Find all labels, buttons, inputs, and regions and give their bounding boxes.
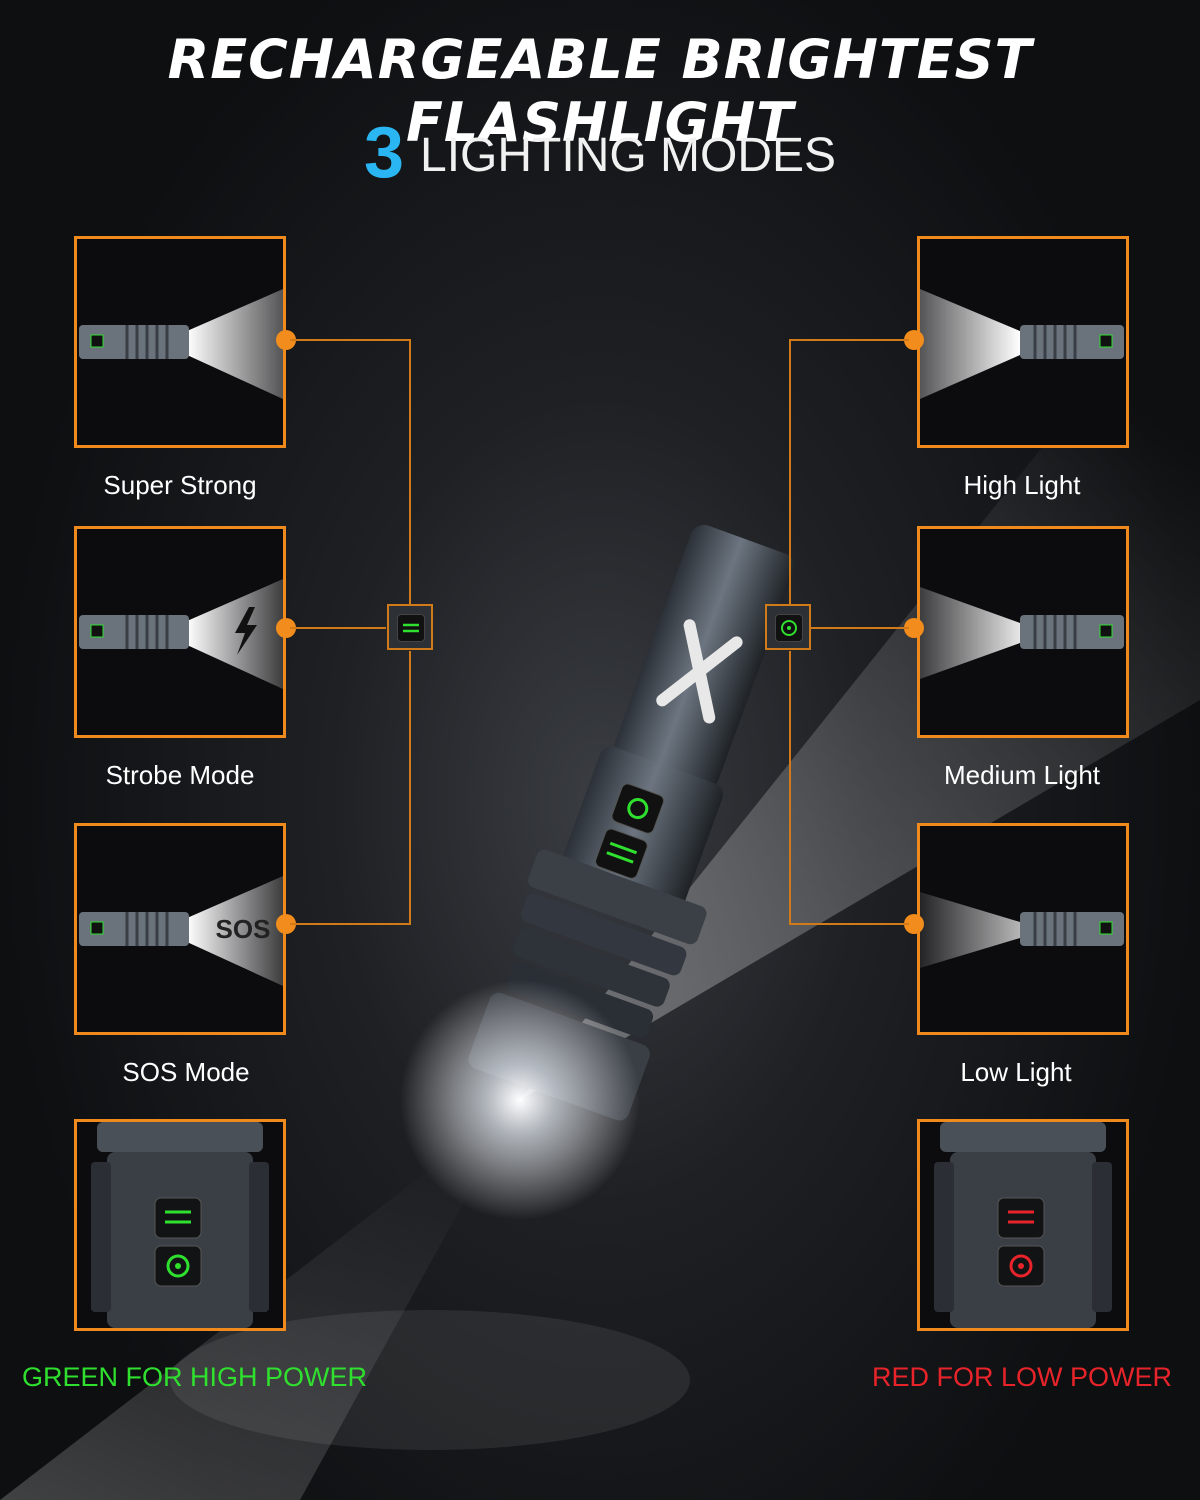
connector-dot-strobe bbox=[276, 618, 296, 638]
switch-closeup-image bbox=[934, 1122, 1112, 1328]
panel-high-light bbox=[917, 236, 1129, 448]
power-icon bbox=[781, 620, 797, 636]
caption-strobe-mode: Strobe Mode bbox=[105, 760, 255, 790]
connector-line bbox=[789, 339, 791, 605]
caption-sos-mode: SOS Mode bbox=[122, 1057, 250, 1087]
caption-high-light: High Light bbox=[963, 470, 1081, 500]
power-switch-button-right bbox=[765, 604, 811, 650]
mode-count: 3 bbox=[363, 113, 404, 193]
page-subtitle: 3 LIGHTING MODES bbox=[0, 112, 1200, 194]
flashlight-beam-image bbox=[920, 892, 1124, 968]
flashlight-beam-image bbox=[920, 289, 1124, 399]
connector-dot-medium bbox=[904, 618, 924, 638]
connector-dot-sos bbox=[276, 914, 296, 934]
switch-closeup-image bbox=[91, 1122, 269, 1328]
caption-super-strong: Super Strong bbox=[103, 470, 257, 500]
connector-line bbox=[409, 339, 411, 605]
connector-line bbox=[789, 339, 909, 341]
lightning-icon bbox=[235, 607, 257, 655]
connector-line bbox=[290, 923, 410, 925]
sos-panel-text: SOS bbox=[216, 914, 271, 944]
connector-line bbox=[409, 651, 411, 925]
low-power-label: RED FOR LOW POWER bbox=[872, 1362, 1173, 1392]
connector-dot-super-strong bbox=[276, 330, 296, 350]
connector-line bbox=[789, 651, 791, 925]
flashlight-illustration bbox=[468, 524, 796, 1121]
connector-line bbox=[290, 627, 386, 629]
caption-medium-light: Medium Light bbox=[943, 760, 1101, 790]
connector-line bbox=[290, 339, 410, 341]
connector-dot-high bbox=[904, 330, 924, 350]
flashlight-beam-image: SOS bbox=[79, 876, 283, 986]
flashlight-beam-image bbox=[920, 587, 1124, 679]
high-power-label: GREEN FOR HIGH POWER bbox=[22, 1362, 368, 1392]
panel-low-light bbox=[917, 823, 1129, 1035]
connector-dot-low bbox=[904, 914, 924, 934]
panel-medium-light bbox=[917, 526, 1129, 738]
flashlight-beam-image bbox=[79, 289, 283, 399]
panel-strobe-mode bbox=[74, 526, 286, 738]
connector-line bbox=[789, 923, 909, 925]
connector-line bbox=[810, 627, 909, 629]
panel-sos-mode: SOS bbox=[74, 823, 286, 1035]
mode-lines-icon bbox=[403, 623, 419, 633]
subtitle-text: LIGHTING MODES bbox=[420, 129, 837, 182]
panel-red-indicator bbox=[917, 1119, 1129, 1331]
page-title: RECHARGEABLE BRIGHTEST FLASHLIGHT bbox=[167, 28, 1033, 154]
caption-low-light: Low Light bbox=[960, 1057, 1072, 1087]
panel-super-strong bbox=[74, 236, 286, 448]
flashlight-beam-image bbox=[79, 579, 283, 689]
panel-green-indicator bbox=[74, 1119, 286, 1331]
mode-switch-button-left bbox=[387, 604, 433, 650]
